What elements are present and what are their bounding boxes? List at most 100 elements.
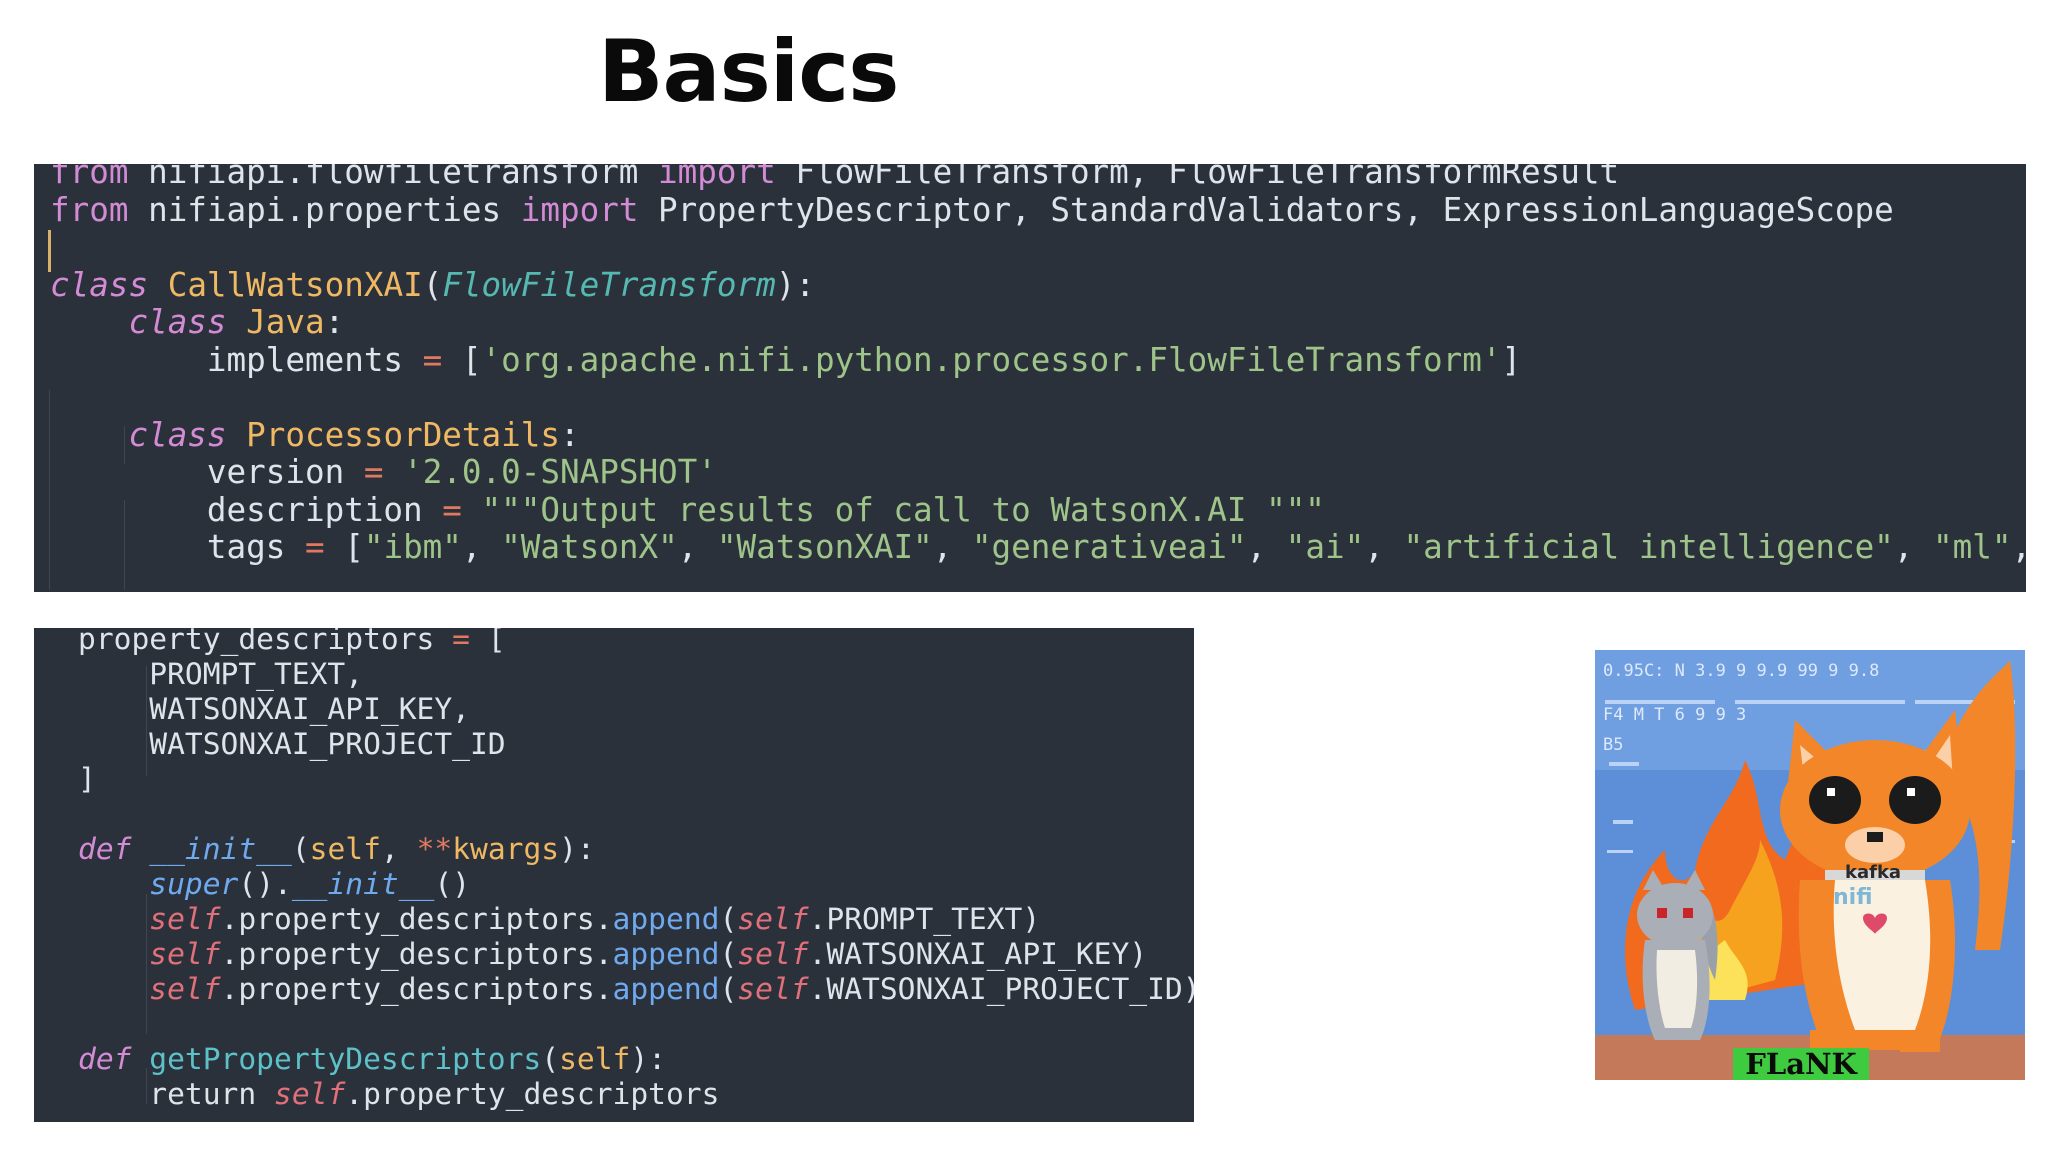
code-line: def __init__(self, **kwargs):: [78, 832, 595, 867]
code-token: ):: [559, 832, 595, 866]
code-token: **: [416, 832, 453, 866]
code-token: "WatsonXAI": [716, 528, 933, 566]
code-token: 'org.apache.nifi.python.processor.FlowFi…: [481, 340, 1502, 379]
code-token: :: [560, 415, 580, 454]
code-token: ]: [1501, 340, 1522, 379]
code-panel-imports-class: from nifiapi.flowfiletransform import Fl…: [34, 164, 2026, 592]
code-token: FlowFileTransform, FlowFileTransformResu…: [775, 164, 1620, 191]
code-token: ,: [677, 528, 717, 566]
code-token: append: [612, 937, 720, 971]
code-token: "generativeai": [971, 528, 1247, 566]
code-token: '2.0.0-SNAPSHOT': [403, 453, 717, 491]
indent-guide: [146, 666, 147, 776]
code-token: self: [737, 937, 809, 971]
code-line: property_descriptors = [: [78, 628, 506, 657]
code-line: version = '2.0.0-SNAPSHOT': [50, 454, 717, 491]
code-token: [50, 416, 128, 454]
code-token: description: [50, 490, 443, 529]
code-line: description = """Output results of call …: [50, 490, 1325, 529]
indent-guide: [146, 894, 147, 1034]
flank-mascot-image: 0.95C: N 3.9 9 9.9 99 9 9.8 F4 M T 6 9 9…: [1595, 650, 2025, 1080]
code-token: "ml": [1933, 528, 2012, 566]
code-token: (: [719, 902, 738, 936]
code-token: Java: [246, 303, 325, 341]
code-token: (: [541, 1042, 560, 1076]
code-token: from: [50, 164, 129, 191]
code-token: [227, 303, 247, 341]
code-token: self: [737, 972, 809, 1006]
code-line: def getPropertyDescriptors(self):: [78, 1042, 666, 1077]
code-token: super: [149, 867, 239, 901]
code-token: import: [520, 190, 639, 229]
code-token: self: [149, 972, 221, 1006]
code-line: WATSONXAI_API_KEY,: [78, 692, 470, 727]
code-token: getPropertyDescriptors: [149, 1042, 542, 1076]
code-token: ().: [238, 867, 292, 901]
code-token: self: [149, 902, 221, 936]
code-token: =: [452, 628, 470, 656]
code-token: =: [363, 453, 384, 491]
code-token: self: [149, 937, 221, 971]
code-token: def: [78, 1042, 132, 1076]
code-token: nifiapi.properties: [128, 190, 521, 229]
code-token: [78, 937, 149, 971]
text-cursor: [48, 230, 51, 272]
flank-label: FLaNK: [1733, 1048, 1869, 1080]
code-token: ,: [380, 832, 417, 866]
code-line: tags = ["ibm", "WatsonX", "WatsonXAI", "…: [50, 529, 2026, 566]
ticker-text: 0.95C: N 3.9 9 9.9 99 9 9.8: [1603, 661, 1879, 681]
code-token: [148, 266, 168, 304]
code-token: [131, 1042, 149, 1076]
code-token: ,: [932, 528, 972, 566]
code-token: [462, 491, 482, 529]
code-token: .property_descriptors.: [220, 902, 613, 936]
code-line: PROMPT_TEXT,: [78, 657, 363, 692]
code-token: (): [434, 867, 471, 901]
code-line: super().__init__(): [78, 867, 470, 902]
code-token: ,: [461, 528, 502, 566]
code-token: PROMPT_TEXT,: [78, 657, 364, 691]
code-token: PropertyDescriptor, StandardValidators, …: [638, 190, 1894, 229]
code-token: property_descriptors: [78, 628, 453, 656]
code-line: class Java:: [50, 304, 344, 341]
code-token: [383, 453, 403, 491]
code-token: tags: [50, 528, 305, 566]
code-token: ):: [630, 1042, 667, 1076]
code-token: [78, 867, 149, 901]
code-token: ]: [78, 762, 96, 796]
code-token: ,: [1364, 528, 1404, 566]
code-token: CallWatsonXAI: [167, 265, 423, 304]
code-token: version: [50, 453, 364, 491]
code-line: self.property_descriptors.append(self.WA…: [78, 972, 1194, 1007]
code-token: (: [719, 937, 738, 971]
code-token: ,: [2012, 528, 2027, 566]
code-token: append: [612, 972, 720, 1006]
code-token: def: [78, 832, 132, 866]
code-token: from: [50, 190, 129, 229]
code-token: ,: [1893, 528, 1934, 566]
code-token: import: [658, 164, 776, 191]
code-line: self.property_descriptors.append(self.WA…: [78, 937, 1147, 972]
code-token: "ai": [1285, 528, 1365, 566]
code-token: """Output results of call to WatsonX.AI …: [481, 490, 1325, 529]
code-line: return self.property_descriptors: [78, 1077, 719, 1112]
code-token: class: [50, 265, 149, 304]
code-token: self: [309, 832, 381, 866]
code-token: .WATSONXAI_PROJECT_ID): [808, 972, 1194, 1006]
code-token: [131, 832, 149, 866]
code-token: [78, 972, 149, 1006]
indent-guide: [49, 390, 50, 590]
slide-title: Basics: [598, 22, 899, 122]
code-token: WATSONXAI_PROJECT_ID: [78, 727, 506, 761]
code-token: [227, 416, 247, 454]
indent-guide: [124, 426, 125, 464]
code-token: [: [324, 528, 364, 566]
code-token: implements: [50, 340, 423, 379]
code-token: .PROMPT_TEXT): [808, 902, 1041, 936]
code-token: =: [442, 490, 462, 529]
code-token: WATSONXAI_API_KEY,: [78, 692, 470, 726]
code-token: [78, 902, 149, 936]
code-token: (: [291, 832, 310, 866]
code-token: "WatsonX": [501, 528, 678, 566]
code-token: __init__: [291, 867, 435, 901]
